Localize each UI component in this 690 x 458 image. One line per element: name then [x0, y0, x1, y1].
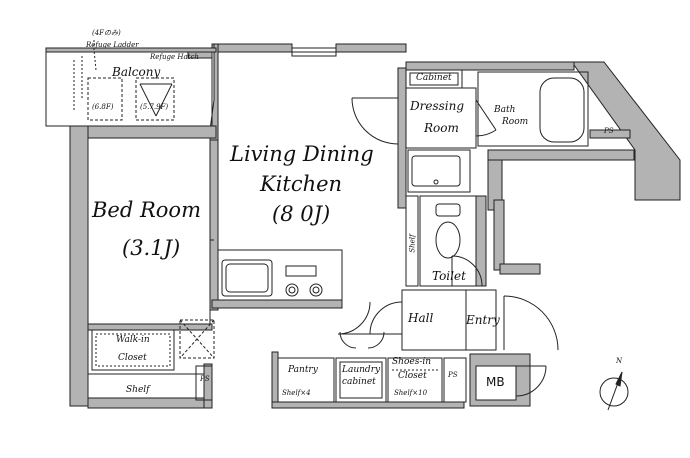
hall-label: Hall [408, 311, 434, 325]
laundry-cabinet-label-2: cabinet [342, 377, 376, 387]
floor-note-label: (4Fのみ) [92, 29, 121, 37]
shoes-closet-label-2: Closet [398, 371, 427, 381]
pantry-label: Pantry [288, 365, 318, 375]
shoes-shelf-label: Shelf×10 [394, 389, 428, 397]
balcony-box-left-label: (6.8F) [92, 103, 114, 111]
bedroom-size-label: (3.1J) [122, 236, 181, 260]
dressing-room-label: Dressing [410, 99, 465, 113]
laundry-cabinet-label: Laundry [342, 365, 381, 375]
pantry-shelf-label: Shelf×4 [282, 389, 311, 397]
refuge-hatch-label: Refuge Hatch [150, 53, 199, 61]
ps-bottom-left-label: PS [200, 375, 210, 383]
bedroom-label: Bed Room [92, 198, 201, 222]
shoes-closet-label: Shoes-in [392, 357, 432, 367]
cabinet-label: Cabinet [416, 73, 452, 83]
ps-right-label: PS [604, 127, 614, 135]
mb-label: MB [486, 375, 505, 389]
room-outlines [45, 40, 589, 403]
toilet-label: Toilet [432, 269, 466, 283]
balcony-label: Balcony [112, 65, 161, 79]
living-dining-label: Living Dining [230, 142, 374, 166]
walkin-closet-label: Walk-in [116, 335, 150, 345]
balcony-box-right-label: (5.7.9F) [140, 103, 169, 111]
refuge-ladder-label: Refuge Ladder [86, 41, 139, 49]
bath-room-label-2: Room [502, 117, 529, 127]
dressing-room-label-2: Room [424, 121, 459, 135]
shelf-bottom-label: Shelf [126, 385, 150, 395]
kitchen-label: Kitchen [260, 172, 343, 196]
north-arrow-icon [599, 371, 629, 411]
shelf-vertical-label: Shelf [408, 234, 417, 253]
north-label: N [616, 357, 623, 365]
doors [210, 97, 559, 397]
ps-bottom-mid-label: PS [448, 371, 458, 379]
walkin-closet-label-2: Closet [118, 353, 147, 363]
bath-room-label: Bath [494, 105, 516, 115]
living-size-label: (8 0J) [272, 202, 331, 226]
entry-label: Entry [466, 313, 500, 327]
